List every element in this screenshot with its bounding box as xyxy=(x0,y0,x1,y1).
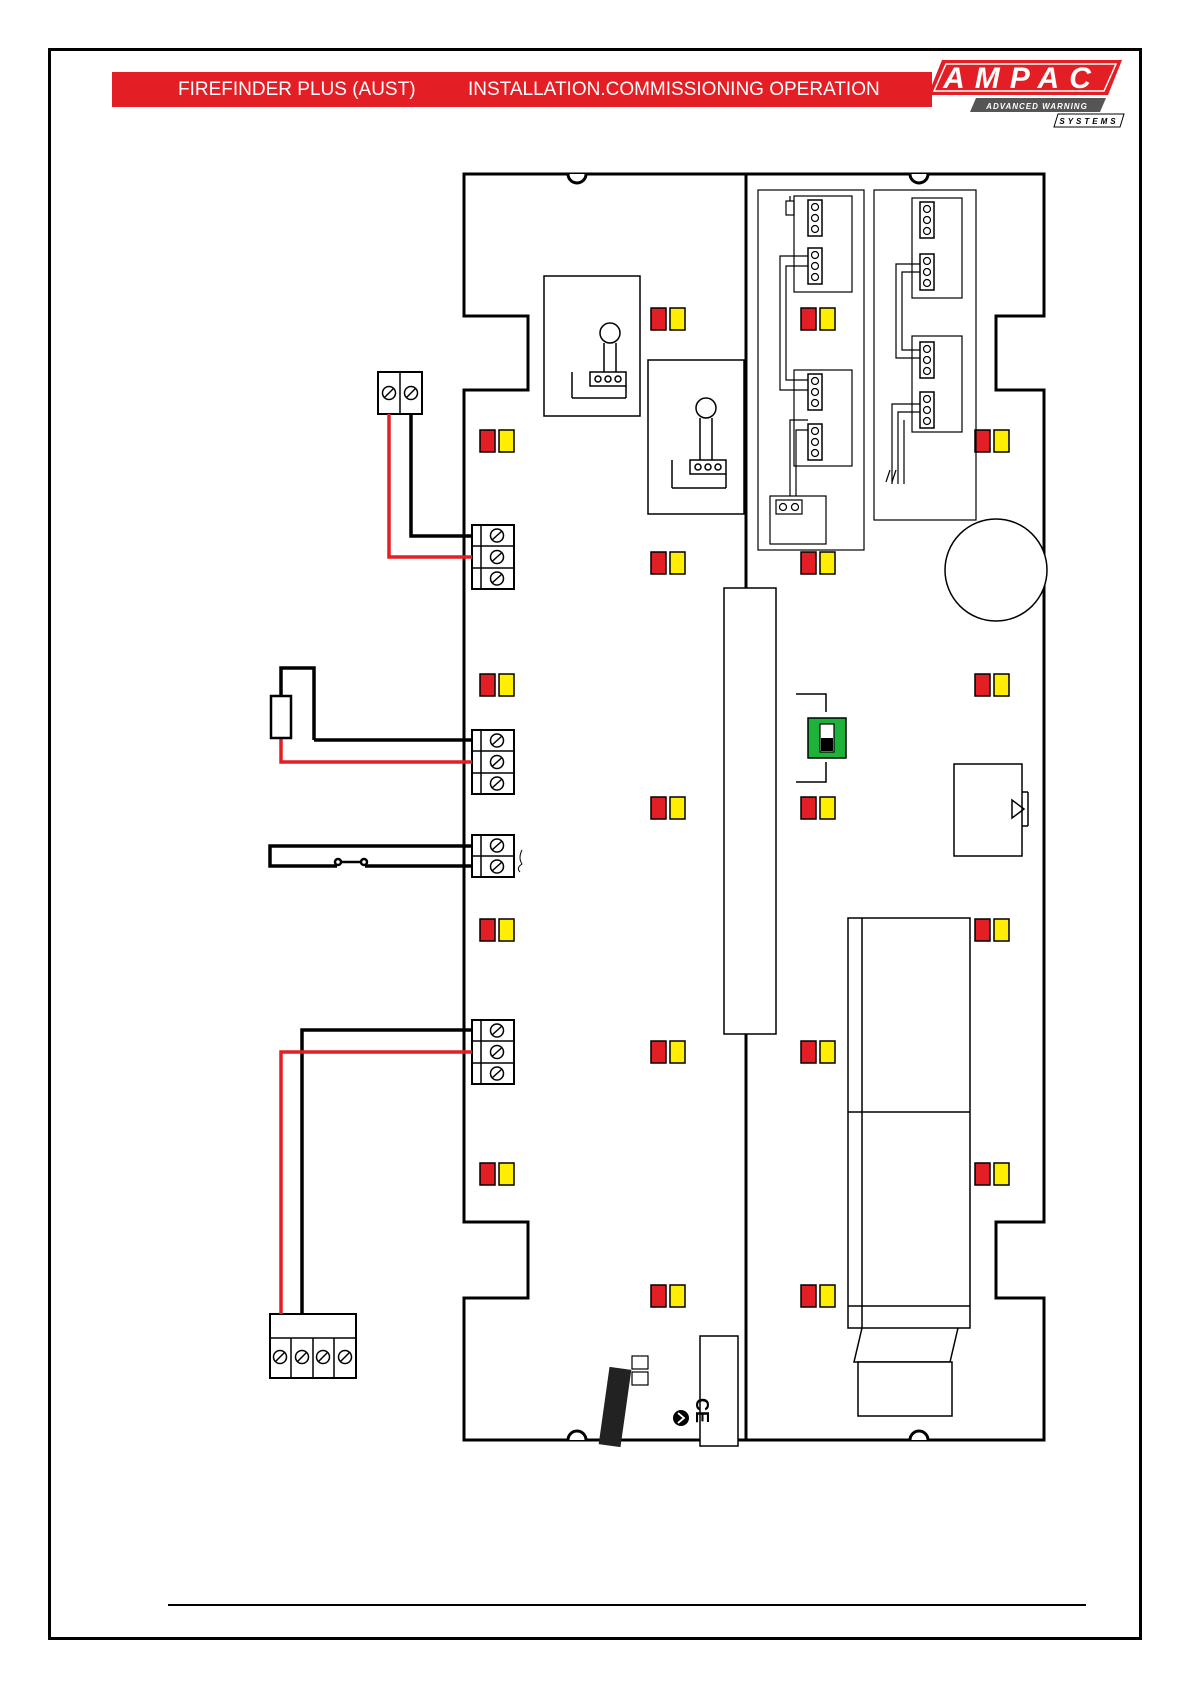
logo-subtagline: SYSTEMS xyxy=(1059,117,1118,126)
connector-group-left xyxy=(758,190,864,550)
led-pair-icon xyxy=(480,674,514,696)
wire-negative xyxy=(302,1030,472,1314)
relay-module-left xyxy=(544,276,640,416)
led-pair-icon xyxy=(651,1285,685,1307)
switch-icon xyxy=(335,859,367,865)
wire-positive xyxy=(281,1052,472,1314)
ribbon-connector xyxy=(724,588,776,1034)
triangle-module xyxy=(954,764,1028,856)
terminal-blocks xyxy=(270,372,522,1378)
led-pair-icon xyxy=(480,430,514,452)
connector-icon xyxy=(920,342,934,378)
logo-brand: AMPAC xyxy=(942,62,1101,95)
connector-icon xyxy=(920,392,934,428)
led-pair-icon xyxy=(651,552,685,574)
wire-negative xyxy=(270,846,472,866)
connector-group-right-terms xyxy=(920,202,934,428)
led-pair-icon xyxy=(975,919,1009,941)
large-connector xyxy=(848,918,970,1416)
connector-icon xyxy=(808,424,822,460)
connector-icon xyxy=(808,248,822,284)
led-pair-icon xyxy=(975,1163,1009,1185)
led-pair-icon xyxy=(801,308,835,330)
led-pair-icon xyxy=(975,430,1009,452)
ampac-logo: AMPAC ADVANCED WARNING SYSTEMS xyxy=(928,60,1124,127)
connector-icon xyxy=(920,254,934,290)
led-pair-icon xyxy=(801,552,835,574)
terminal-block-icon xyxy=(472,525,514,589)
svg-text:CE: CE xyxy=(692,1398,712,1423)
led-pair-icon xyxy=(801,1041,835,1063)
relay-module-right xyxy=(648,360,744,514)
led-pair-icon xyxy=(651,1041,685,1063)
led-pair-icon xyxy=(651,797,685,819)
dip-switch xyxy=(796,694,846,782)
connector-icon xyxy=(920,202,934,238)
terminal-block-icon xyxy=(378,372,422,414)
footer-rule xyxy=(168,1604,1086,1606)
led-pair-icon xyxy=(801,797,835,819)
logo-tagline: ADVANCED WARNING xyxy=(985,102,1088,111)
wiring xyxy=(270,414,472,1314)
led-pair-icon xyxy=(651,308,685,330)
terminal-block-icon xyxy=(270,1314,356,1378)
buzzer-icon xyxy=(945,519,1047,621)
connector-icon xyxy=(776,500,802,514)
terminal-block-icon xyxy=(472,1020,514,1084)
led-pair-icon xyxy=(801,1285,835,1307)
connector-group-left-terms xyxy=(776,200,822,514)
resistor-icon xyxy=(271,696,291,738)
led-pair-icon xyxy=(480,919,514,941)
connector-icon xyxy=(808,200,822,236)
ce-mark-icon: CE xyxy=(673,1398,712,1426)
terminal-block-icon xyxy=(472,835,522,877)
terminal-block-icon xyxy=(472,730,514,794)
led-pair-icon xyxy=(480,1163,514,1185)
led-pair-icon xyxy=(975,674,1009,696)
ic-chip xyxy=(599,1336,738,1447)
connector-icon xyxy=(808,374,822,410)
